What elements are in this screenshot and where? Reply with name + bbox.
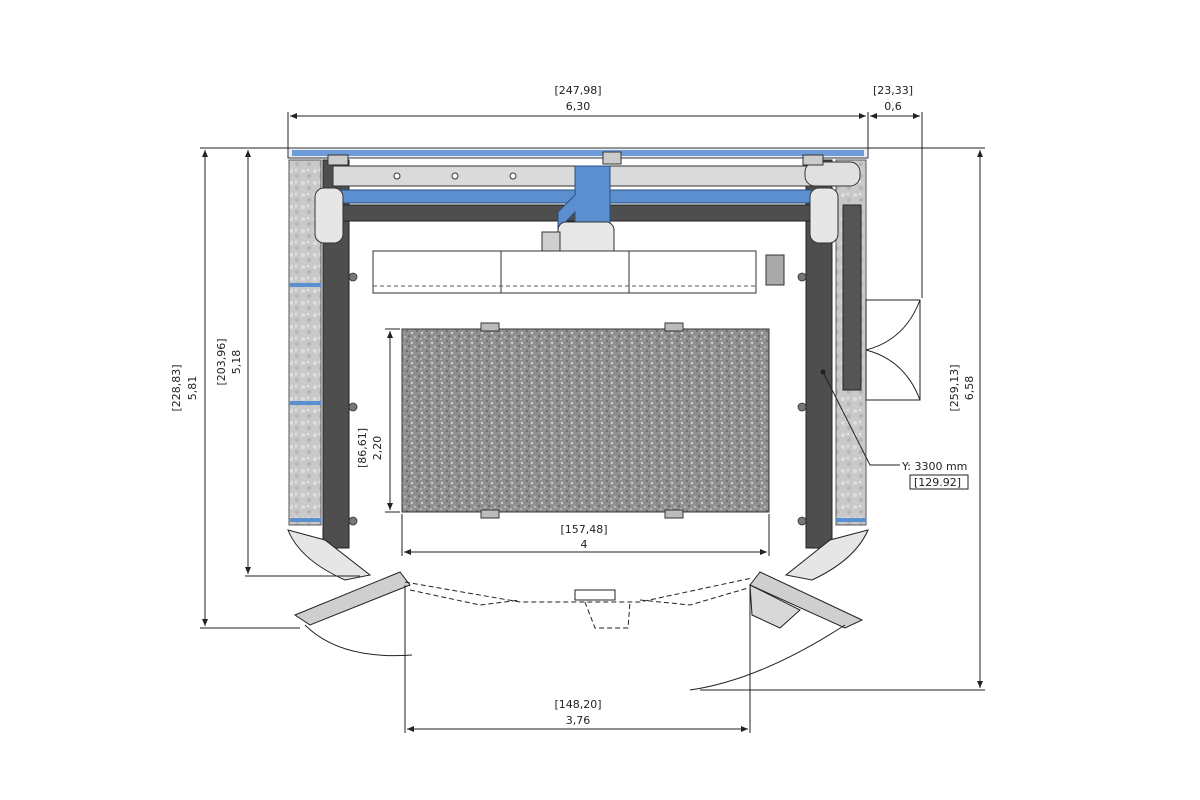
overall-width-in: [247,98]: [554, 84, 601, 97]
left-outer-in: [228,83]: [170, 364, 183, 411]
callout-y-travel-in: [129.92]: [914, 476, 961, 489]
control-box: [765, 254, 785, 286]
tool-rack: [372, 250, 785, 294]
dimension-lines: [200, 112, 985, 733]
door-width-in: [148,20]: [554, 698, 601, 711]
left-inner-m: 5,18: [230, 350, 243, 375]
gantry: [314, 151, 861, 271]
slab-width-m: 4: [581, 538, 588, 551]
slab-height-in: [86,61]: [356, 428, 369, 468]
side-door: [865, 299, 921, 401]
side-offset-in: [23,33]: [873, 84, 913, 97]
callout-y-travel: Y: 3300 mm: [901, 460, 967, 473]
door-width-m: 3,76: [566, 714, 591, 727]
spindle-carriage: [557, 165, 611, 232]
left-inner-in: [203,96]: [215, 338, 228, 385]
overall-width-m: 6,30: [566, 100, 591, 113]
side-offset-m: 0,6: [884, 100, 902, 113]
left-outer-m: 5,81: [186, 376, 199, 401]
front-doors: [287, 529, 869, 691]
right-total-m: 6,58: [963, 376, 976, 401]
enclosure-frame: [287, 147, 869, 526]
worktable: [401, 322, 770, 519]
granite-slab: [401, 328, 770, 513]
dimension-labels: [247,98] 6,30 [23,33] 0,6 [228,83] 5,81 …: [170, 84, 976, 727]
slab-width-in: [157,48]: [560, 523, 607, 536]
right-total-in: [259,13]: [948, 364, 961, 411]
slab-height-m: 2,20: [371, 436, 384, 461]
